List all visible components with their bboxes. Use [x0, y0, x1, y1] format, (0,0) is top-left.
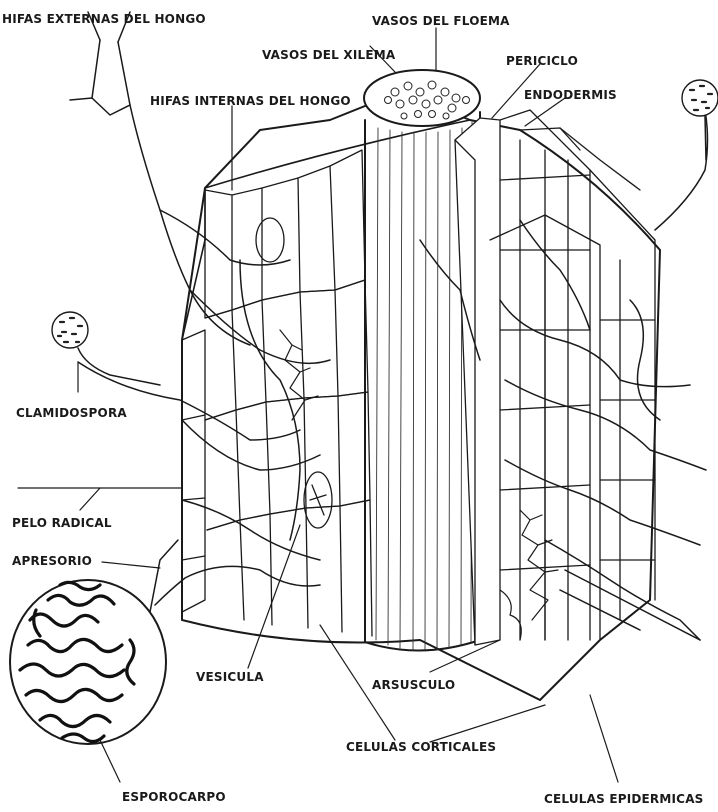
leader-pelo: [80, 488, 100, 510]
label-esporocarpo: ESPOROCARPO: [122, 790, 226, 804]
label-vesicula: VESICULA: [196, 670, 264, 684]
label-pelo-radical: PELO RADICAL: [12, 516, 112, 530]
cortical-cells-left: [182, 150, 372, 636]
leader-vesicula: [248, 525, 300, 668]
leader-epidermicas: [590, 695, 618, 782]
label-clamidospora: CLAMIDOSPORA: [16, 406, 127, 420]
root-block: [182, 92, 660, 700]
leader-esporocarpo: [100, 740, 120, 782]
label-vasos-floema: VASOS DEL FLOEMA: [372, 14, 510, 28]
cortical-cells-right: [455, 110, 655, 645]
clamidospora-right-icon: [682, 80, 718, 160]
label-celulas-epidermicas: CELULAS EPIDERMICAS: [544, 792, 704, 806]
label-periciclo: PERICICLO: [506, 54, 578, 68]
label-vasos-xilema: VASOS DEL XILEMA: [262, 48, 395, 62]
label-apresorio: APRESORIO: [12, 554, 92, 568]
leader-corticales-b: [430, 705, 545, 742]
label-arsusculo: ARSUSCULO: [372, 678, 455, 692]
leader-endodermis: [525, 98, 565, 126]
label-celulas-corticales: CELULAS CORTICALES: [346, 740, 496, 754]
clamidospora-left-icon: [52, 312, 160, 385]
label-hifas-internas: HIFAS INTERNAS DEL HONGO: [150, 94, 351, 108]
leader-apresorio: [102, 562, 160, 568]
arbuscule: [280, 330, 558, 640]
esporocarpo-icon: [10, 540, 178, 744]
label-endodermis: ENDODERMIS: [524, 88, 617, 102]
label-hifas-externas: HIFAS EXTERNAS DEL HONGO: [2, 12, 206, 26]
